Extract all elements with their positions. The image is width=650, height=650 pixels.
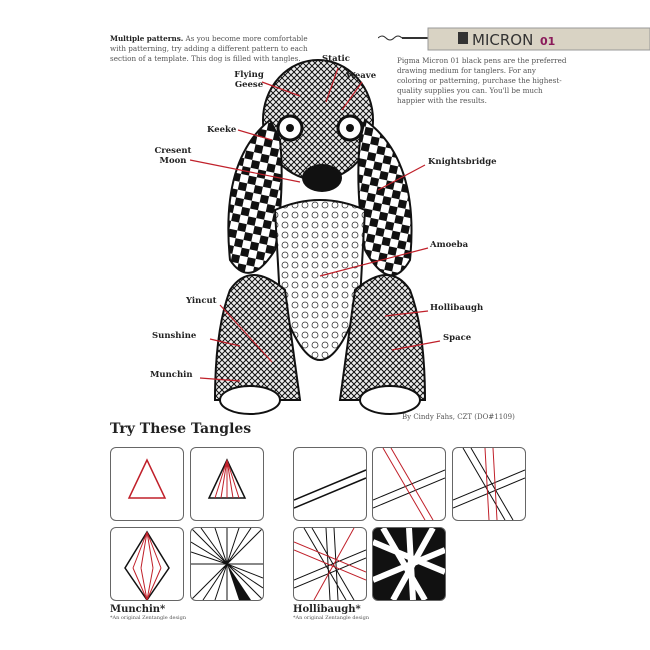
munchin-caption: Munchin**An original Zentangle design — [110, 604, 186, 621]
munchin-name: Munchin* — [110, 604, 166, 615]
label-static: Static — [322, 54, 350, 64]
dog-illustration — [189, 59, 441, 415]
hollibaugh-name: Hollibaugh* — [293, 604, 361, 615]
munchin-step-4 — [190, 527, 264, 601]
label-weave: Weave — [346, 71, 377, 81]
micron-pen-image: MICRON 01 — [378, 27, 650, 51]
label-space: Space — [443, 333, 472, 343]
hollibaugh-note: *An original Zentangle design — [293, 615, 370, 621]
hollibaugh-caption: Hollibaugh**An original Zentangle design — [293, 604, 369, 621]
label-knightsbridge: Knightsbridge — [428, 157, 497, 167]
pen-brand: MICRON — [472, 31, 533, 49]
label-amoeba: Amoeba — [430, 240, 469, 250]
hollibaugh-step-3 — [452, 447, 526, 521]
hollibaugh-step-5 — [372, 527, 446, 601]
label-sunshine: Sunshine — [152, 331, 197, 341]
munchin-step-3 — [110, 527, 184, 601]
label-flying-geese: Flying Geese — [234, 70, 264, 90]
munchin-note: *An original Zentangle design — [110, 615, 187, 621]
munchin-step-2 — [190, 447, 264, 521]
label-yincut: Yincut — [186, 296, 217, 306]
hollibaugh-step-2 — [372, 447, 446, 521]
credit: By Cindy Fahs, CZT (DO#1109) — [402, 413, 515, 421]
hollibaugh-step-1 — [293, 447, 367, 521]
intro-text: Multiple patterns. As you become more co… — [110, 34, 308, 63]
leader-lines — [189, 67, 441, 382]
label-cresent-moon: Cresent Moon — [154, 146, 192, 166]
munchin-step-1 — [110, 447, 184, 521]
label-munchin: Munchin — [150, 370, 193, 380]
label-keeke: Keeke — [207, 125, 237, 135]
pen-size: 01 — [540, 35, 555, 48]
label-hollibaugh: Hollibaugh — [430, 303, 484, 313]
hollibaugh-step-4 — [293, 527, 367, 601]
section-title: Try These Tangles — [110, 421, 252, 437]
side-note: Pigma Micron 01 black pens are the prefe… — [397, 56, 567, 105]
